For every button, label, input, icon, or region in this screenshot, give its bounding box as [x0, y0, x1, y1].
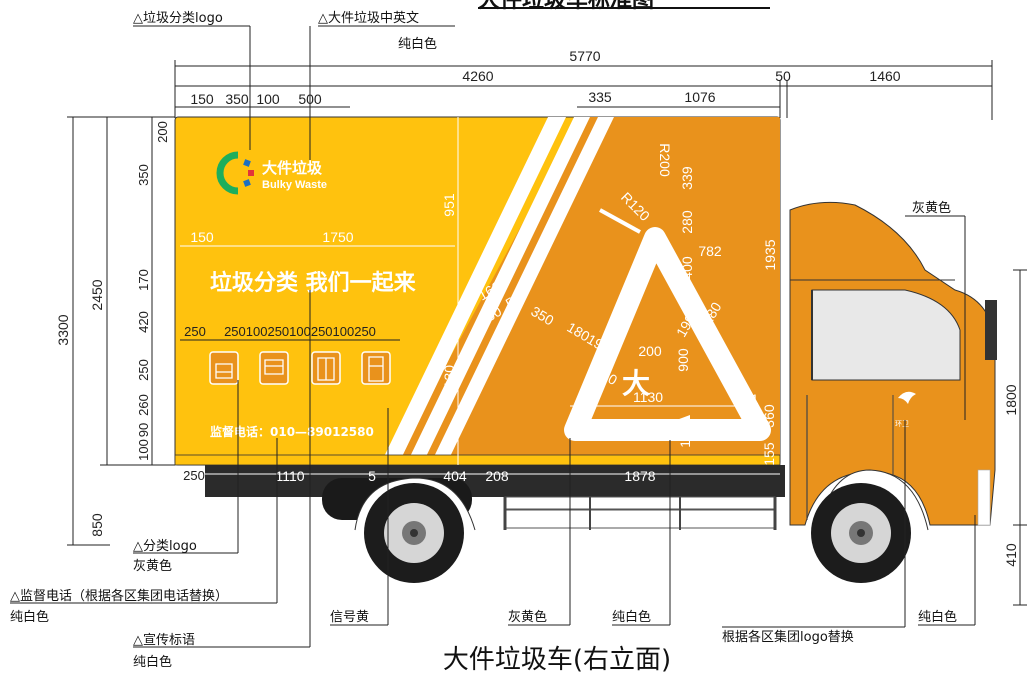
drawing-caption: 大件垃圾车(右立面)	[443, 645, 671, 675]
dim-row-seq: 250100250100250100250	[224, 324, 376, 339]
dim-80: 80	[483, 303, 505, 325]
emblem-char: 大	[622, 367, 650, 400]
header-title: 大件垃圾车标准图	[478, 0, 654, 13]
dim-b1878: 1878	[624, 468, 655, 484]
dim-339: 339	[679, 166, 695, 190]
note-pure-white: 纯白色	[612, 609, 651, 625]
note-slogan-color: 纯白色	[133, 654, 172, 670]
dim-h1130: 1130	[441, 365, 457, 395]
note-pure-white-right: 纯白色	[918, 609, 957, 625]
dim-h850: 850	[89, 513, 105, 537]
classification-logo: 大件垃圾 Bulky Waste	[216, 151, 327, 195]
dim-h951: 951	[441, 193, 457, 217]
dim-280: 280	[679, 210, 695, 234]
note-grey-yellow: 灰黄色	[508, 609, 547, 625]
dim-130: 130	[677, 424, 693, 448]
annotations: △垃圾分类logo △大件垃圾中英文 纯白色 灰黄色 △分类logo 灰黄色 △…	[10, 11, 976, 670]
cab-logo-text: 环卫	[895, 420, 909, 428]
dim-h1800: 1800	[1003, 384, 1019, 415]
sofa-icon	[209, 351, 239, 385]
dim-b404: 404	[443, 468, 467, 484]
recycle-emblem: 大	[564, 208, 771, 441]
cab-window	[811, 289, 961, 381]
dim-1076: 1076	[684, 89, 715, 105]
dim-335: 335	[588, 89, 612, 105]
cab: 环卫	[789, 201, 997, 531]
dim-cab-length: 1460	[869, 68, 900, 84]
dim-350-left: 350	[136, 164, 151, 186]
category-icons	[209, 351, 391, 385]
dim-360: 360	[761, 404, 777, 428]
dim-1130-emblem: 1130	[633, 389, 663, 405]
dim-h2450: 2450	[89, 279, 105, 310]
note-cn-en-top: △大件垃圾中英文	[318, 11, 419, 26]
note-logo-top: △垃圾分类logo	[133, 11, 223, 26]
dim-b5: 5	[368, 468, 376, 484]
logo-en-text: Bulky Waste	[262, 179, 327, 191]
rear-wheel	[364, 483, 464, 583]
dim-gap: 50	[775, 68, 791, 84]
dim-1750: 1750	[322, 229, 353, 245]
note-cab-color: 灰黄色	[912, 200, 951, 216]
dim-782: 782	[698, 243, 722, 259]
dim-h170: 170	[136, 269, 151, 291]
bed-icon	[259, 351, 289, 385]
note-slogan: △宣传标语	[133, 632, 195, 648]
dim-200-emblem: 200	[638, 343, 662, 359]
logo-cn-text: 大件垃圾	[262, 159, 323, 177]
note-class-logo: △分类logo	[133, 539, 197, 554]
dim-h3300: 3300	[55, 314, 71, 345]
dim-total-length: 5770	[569, 48, 600, 64]
dim-150b: 150	[190, 229, 214, 245]
top-dimensions: 5770 4260 50 1460 150 350 100 500 335 10…	[174, 48, 993, 120]
bottom-dimensions: 250 1110 5 404 208 1878	[175, 468, 780, 484]
side-mirror	[985, 300, 997, 360]
dim-100: 100	[256, 91, 280, 107]
dim-1935: 1935	[762, 239, 778, 270]
note-class-logo-color: 灰黄色	[133, 558, 172, 574]
dim-b250: 250	[183, 468, 205, 483]
dim-b208: 208	[485, 468, 509, 484]
white-stripe-1	[380, 117, 566, 465]
dim-350: 350	[225, 91, 249, 107]
dim-200-top: 200	[155, 121, 170, 143]
dim-h260: 260	[136, 394, 151, 416]
left-dimensions: 3300 2450 850 200 350 170 420 250 260 90…	[55, 116, 175, 546]
dim-155: 155	[761, 442, 777, 466]
dim-h100: 100	[136, 439, 151, 461]
note-hotline: △监督电话（根据各区集团电话替换）	[10, 588, 228, 604]
dim-b1110: 1110	[275, 468, 304, 484]
dim-row-250: 250	[184, 324, 206, 339]
dim-50: 50	[503, 290, 525, 312]
logo-c-icon	[216, 151, 239, 195]
dim-h420: 420	[136, 311, 151, 333]
note-group-logo: 根据各区集团logo替换	[722, 629, 854, 645]
dim-150: 150	[190, 91, 214, 107]
cab-bumper	[977, 469, 991, 526]
dim-221: 221	[735, 391, 759, 407]
note-signal-yellow: 信号黄	[330, 610, 369, 625]
dim-box-length: 4260	[462, 68, 493, 84]
slogan-text: 垃圾分类 我们一起来	[210, 270, 417, 296]
hotline-text: 监督电话：010—89012580	[210, 424, 374, 439]
note-cn-en-color: 纯白色	[398, 36, 437, 52]
dim-h90: 90	[136, 423, 151, 437]
note-hotline-color: 纯白色	[10, 609, 49, 625]
dim-400: 400	[679, 256, 695, 280]
cab-bird-logo-icon	[898, 391, 916, 404]
white-stripe-2	[406, 117, 590, 465]
dim-900: 900	[675, 348, 691, 372]
dim-h410: 410	[1003, 543, 1019, 567]
front-wheel	[811, 483, 911, 583]
dim-h250: 250	[136, 359, 151, 381]
dim-r200: R200	[657, 143, 673, 177]
right-dimensions: 1800 410	[1003, 269, 1027, 606]
arrow-head-icon	[655, 415, 690, 441]
white-stripe-3	[430, 117, 614, 465]
